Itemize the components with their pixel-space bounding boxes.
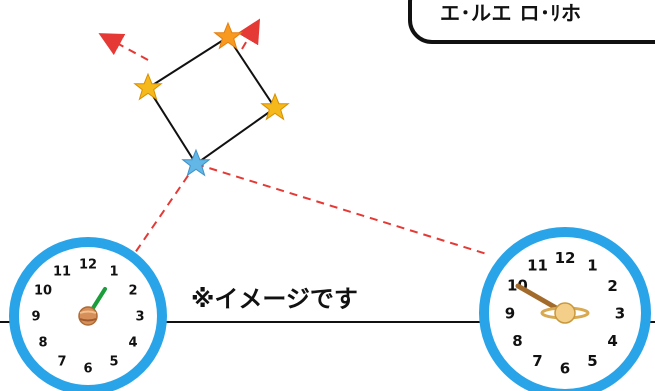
left-clock-number: 1 <box>109 265 118 280</box>
left-clock-number: 6 <box>83 362 92 377</box>
right-clock-number: 3 <box>615 304 625 322</box>
observation-frame <box>146 35 277 166</box>
jupiter-icon <box>78 306 98 326</box>
right-clock-number: 8 <box>512 332 522 350</box>
left-clock-number: 11 <box>53 265 71 280</box>
image-caption: ※イメージです <box>191 285 358 313</box>
right-clock-number: 4 <box>607 332 617 350</box>
upper-left-arrow <box>98 33 149 61</box>
right-clock-number: 2 <box>607 277 617 295</box>
right-sightline <box>195 163 491 256</box>
left-clock-number: 4 <box>128 336 137 351</box>
left-clock-number: 5 <box>109 355 118 370</box>
left-clock-number: 7 <box>57 355 66 370</box>
star-icon-bottom <box>181 148 211 177</box>
jupiter-band-top <box>79 310 97 314</box>
left-clock-number: 8 <box>38 336 47 351</box>
left-clock-number: 9 <box>31 310 40 325</box>
left-clock-number: 12 <box>79 258 97 273</box>
star-icon-left <box>133 72 163 101</box>
right-clock-number: 1 <box>587 257 597 275</box>
upper-right-arrow <box>237 18 261 50</box>
right-clock-number: 12 <box>555 249 576 267</box>
left-clock-number: 10 <box>34 284 52 299</box>
star-icon-right <box>260 92 290 121</box>
saturn-icon <box>554 302 576 324</box>
star-icon-top <box>213 21 243 50</box>
left-sightline <box>127 163 197 264</box>
left-clock-number: 2 <box>128 284 137 299</box>
callout-box: エ･ルエ ロ･ﾘホ <box>408 0 655 44</box>
right-clock-number: 6 <box>560 359 570 377</box>
right-clock-number: 7 <box>532 352 542 370</box>
left-clock-number: 3 <box>135 310 144 325</box>
jupiter-band-bottom <box>79 318 97 322</box>
callout-text: エ･ルエ ロ･ﾘホ <box>440 1 582 25</box>
right-clock-number: 5 <box>587 352 597 370</box>
right-clock-number: 11 <box>527 257 548 275</box>
right-clock-number: 9 <box>505 304 515 322</box>
